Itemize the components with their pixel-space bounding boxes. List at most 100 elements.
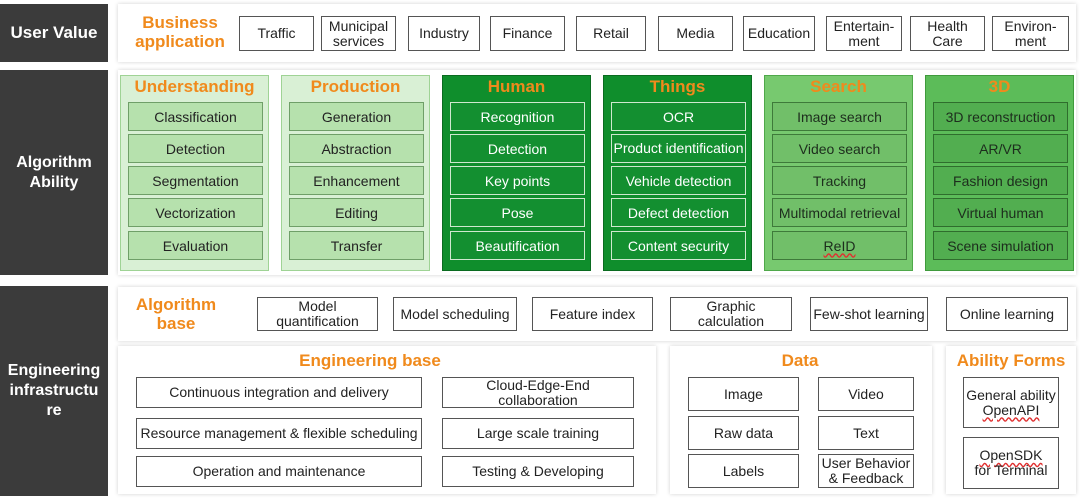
- data-item-line2: & Feedback: [828, 470, 904, 486]
- ability-forms-heading: Ability Forms: [956, 351, 1066, 370]
- business-item-line1: Municipal: [328, 17, 389, 34]
- ability-item: 3D reconstruction: [933, 102, 1068, 131]
- ability-item: Video search: [772, 134, 907, 163]
- business-item-line2: ment: [848, 32, 880, 49]
- ability-item: Product identification: [611, 134, 746, 163]
- ability-item: Pose: [450, 198, 585, 227]
- ability-item: Fashion design: [933, 166, 1068, 195]
- engineering-base-item: Operation and maintenance: [136, 456, 422, 487]
- data-heading: Data: [781, 351, 819, 370]
- algorithm-base-item-line1: Few-shot learning: [813, 305, 925, 322]
- algorithm-base-item-line1: Online learning: [959, 305, 1055, 322]
- ability-item: Enhancement: [289, 166, 424, 195]
- ability-column-title: Human: [487, 77, 546, 96]
- business-application-heading: Business application: [135, 13, 225, 51]
- data-item: Video: [818, 377, 914, 411]
- engineering-base-item: Large scale training: [442, 418, 634, 449]
- engineering-base-item: Cloud-Edge-End collaboration: [442, 377, 634, 408]
- ability-item: Detection: [450, 134, 585, 163]
- business-item-line1: Entertain-: [833, 17, 895, 34]
- business-item: Media: [658, 16, 733, 51]
- ability-item: Image search: [772, 102, 907, 131]
- ability-item: Scene simulation: [933, 231, 1068, 260]
- algorithm-base-item-line1: Model: [298, 298, 337, 314]
- data-item-line1: Labels: [722, 462, 765, 479]
- business-item-line2: services: [332, 32, 385, 49]
- ability-item: Editing: [289, 198, 424, 227]
- algorithm-base-item-line1: Model scheduling: [400, 305, 510, 322]
- business-item-line2: ment: [1014, 32, 1047, 49]
- business-item: Finance: [490, 16, 565, 51]
- ability-column-title: Search: [810, 77, 867, 96]
- business-item: Education: [743, 16, 815, 51]
- algorithm-base-item: Online learning: [946, 297, 1068, 331]
- ability-column-title: Understanding: [134, 77, 255, 96]
- engineering-line2: infrastructu: [9, 382, 99, 399]
- business-item-line1: Industry: [419, 25, 469, 41]
- business-item-line1: Environ-: [1004, 17, 1057, 34]
- ability-item: Generation: [289, 102, 424, 131]
- user-value-label: User Value: [0, 4, 108, 62]
- data-item: Image: [688, 377, 799, 411]
- engineering-base-item: Testing & Developing: [442, 456, 634, 487]
- ability-column-title: 3D: [988, 77, 1011, 96]
- data-item: Text: [818, 416, 914, 450]
- engineering-line1: Engineering: [7, 362, 101, 379]
- ability-form-item-line2: OpenAPI: [982, 401, 1040, 418]
- ability-item: Beautification: [450, 231, 585, 260]
- business-item: Industry: [408, 16, 480, 51]
- business-item-line1: Media: [676, 25, 715, 41]
- data-item: Labels: [688, 454, 799, 488]
- business-item-line2: Care: [932, 32, 963, 49]
- data-item: Raw data: [688, 416, 799, 450]
- data-item-line1: User Behavior: [821, 455, 911, 471]
- ability-item: Content security: [611, 231, 746, 260]
- algorithm-base-item-line1: Graphic: [706, 298, 756, 314]
- data-item-line1: Text: [853, 424, 879, 441]
- ability-item: Abstraction: [289, 134, 424, 163]
- algorithm-base-item: Few-shot learning: [810, 297, 928, 331]
- ability-item: Defect detection: [611, 198, 746, 227]
- business-item-line1: Traffic: [257, 25, 296, 41]
- ability-item: ReID: [772, 231, 907, 260]
- ability-item: Segmentation: [128, 166, 263, 195]
- business-item: Environ-ment: [992, 16, 1069, 51]
- algorithm-base-item: Feature index: [532, 297, 653, 331]
- business-item: Traffic: [239, 16, 314, 51]
- user-value-text: User Value: [10, 23, 98, 42]
- algorithm-base-item-line2: quantification: [276, 313, 359, 329]
- ability-item: Vectorization: [128, 198, 263, 227]
- algorithm-base-item: Model scheduling: [393, 297, 517, 331]
- data-item-line1: Video: [848, 385, 884, 402]
- ability-item: Evaluation: [128, 231, 263, 260]
- data-item: User Behavior& Feedback: [818, 454, 914, 488]
- business-item-line1: Finance: [502, 25, 553, 41]
- algorithm-ability-panel: [118, 70, 1076, 275]
- ability-column-title: Production: [310, 77, 401, 96]
- ability-item: AR/VR: [933, 134, 1068, 163]
- ability-form-item-line1: OpenSDK: [979, 447, 1043, 463]
- ability-item: OCR: [611, 102, 746, 131]
- engineering-base-item: Continuous integration and delivery: [136, 377, 422, 408]
- ability-item: Recognition: [450, 102, 585, 131]
- data-item-line1: Image: [724, 385, 763, 402]
- engineering-base-item: Resource management & flexible schedulin…: [136, 418, 422, 449]
- ability-item: Key points: [450, 166, 585, 195]
- ability-item: Virtual human: [933, 198, 1068, 227]
- ability-item: Classification: [128, 102, 263, 131]
- engineering-line3: re: [46, 402, 62, 419]
- engineering-base-heading: Engineering base: [299, 351, 441, 370]
- business-item-line1: Education: [747, 25, 811, 41]
- ability-item: Transfer: [289, 231, 424, 260]
- ability-form-item-line1: General ability: [966, 386, 1056, 403]
